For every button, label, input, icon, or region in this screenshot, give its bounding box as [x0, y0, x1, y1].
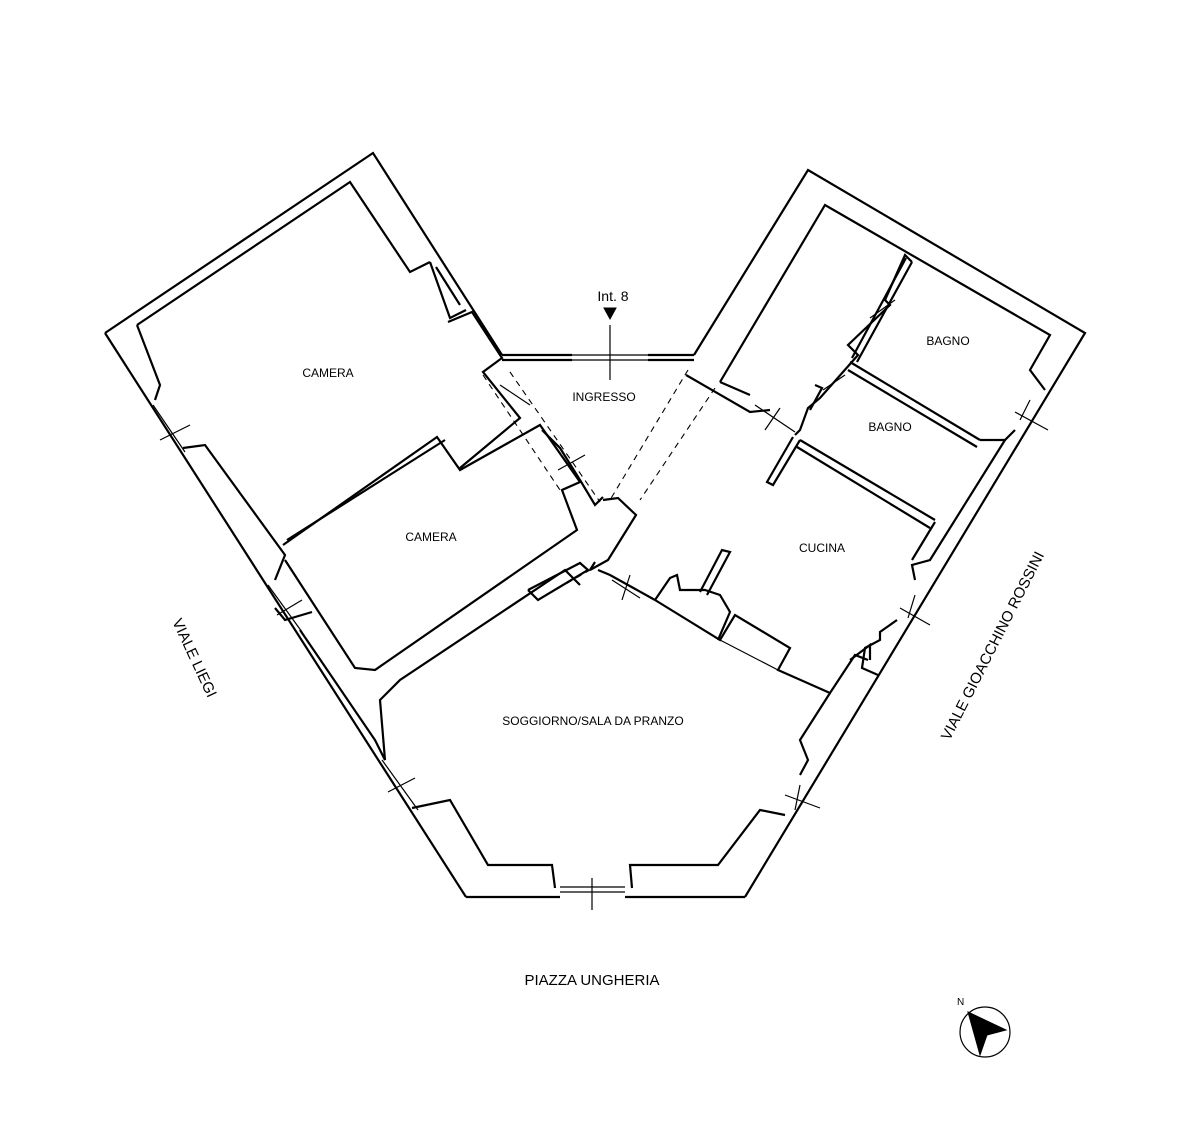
room-cucina: CUCINA — [799, 541, 845, 555]
room-soggiorno: SOGGIORNO/SALA DA PRANZO — [502, 714, 683, 728]
entrance-label: Int. 8 — [597, 288, 628, 304]
exterior-walls — [104, 151, 1087, 899]
room-bagno-lower: BAGNO — [868, 420, 911, 434]
entrance-marker: Int. 8 — [597, 288, 629, 321]
street-viale-liegi: VIALE LIEGI — [168, 616, 219, 700]
room-ingresso: INGRESSO — [572, 390, 635, 404]
compass-circle — [959, 1006, 1011, 1058]
windows — [152, 299, 1049, 910]
street-viale-rossini: VIALE GIOACCHINO ROSSINI — [938, 549, 1048, 743]
compass-arrow-icon — [967, 1011, 1008, 1057]
interior-walls — [182, 253, 1016, 776]
street-piazza-ungheria: PIAZZA UNGHERIA — [524, 972, 659, 989]
entrance-arrow-icon — [603, 307, 617, 321]
door-openings — [482, 369, 716, 601]
room-camera-lower: CAMERA — [405, 530, 456, 544]
room-labels: CAMERA CAMERA INGRESSO BAGNO BAGNO CUCIN… — [302, 334, 969, 728]
room-bagno-upper: BAGNO — [926, 334, 969, 348]
room-camera-upper: CAMERA — [302, 366, 353, 380]
compass: N — [957, 997, 1011, 1058]
compass-north-label: N — [957, 997, 964, 1008]
